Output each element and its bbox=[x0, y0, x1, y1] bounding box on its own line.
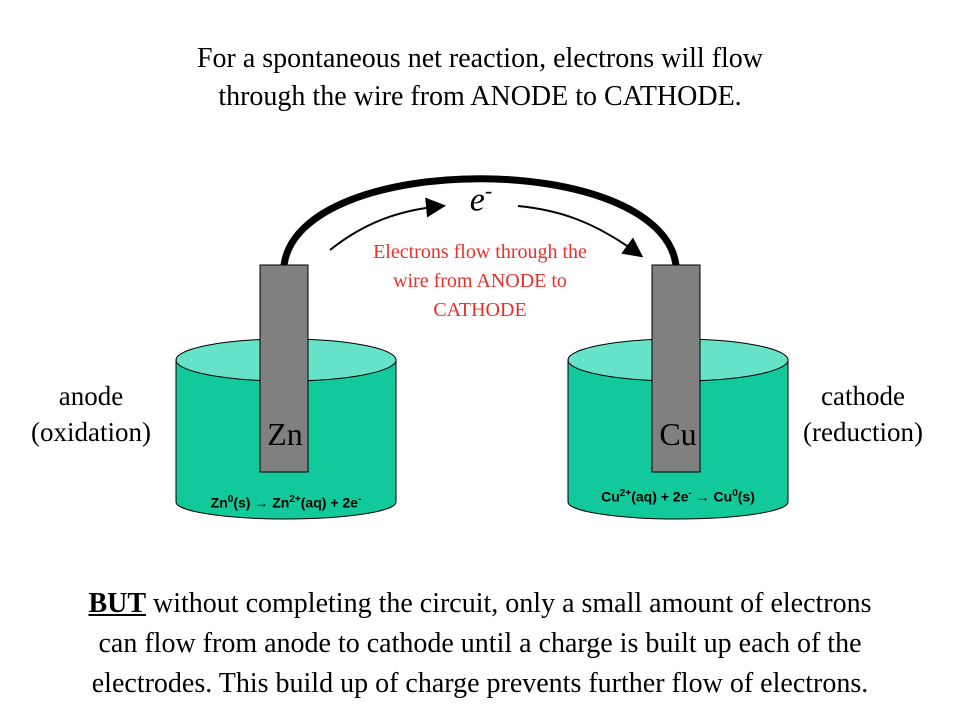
wire bbox=[280, 175, 680, 266]
explanation-line-3: electrodes. This build up of charge prev… bbox=[91, 668, 869, 699]
note-line-2: wire from ANODE to bbox=[393, 270, 567, 292]
anode-half-reaction: Zn0(s) → Zn2+(aq) + 2e- bbox=[210, 494, 362, 511]
reaction-arrow: → bbox=[254, 494, 269, 511]
explanation-paragraph: BUT without completing the circuit, only… bbox=[20, 584, 940, 704]
electron-symbol: e- bbox=[458, 178, 504, 219]
cathode-label: cathode (reduction) bbox=[778, 378, 948, 450]
note-line-3: CATHODE bbox=[433, 299, 527, 321]
cathode-half-reaction: Cu2+(aq) + 2e- → Cu0(s) bbox=[601, 488, 755, 505]
emphasis-word: BUT bbox=[88, 588, 147, 619]
anode-label: anode (oxidation) bbox=[6, 378, 176, 450]
electron-flow-note: Electrons flow through the wire from ANO… bbox=[322, 238, 638, 325]
title-line-2: through the wire from ANODE to CATHODE. bbox=[218, 81, 742, 112]
zinc-electrode-label: Zn bbox=[267, 416, 303, 452]
note-line-1: Electrons flow through the bbox=[373, 241, 587, 263]
page-title: For a spontaneous net reaction, electron… bbox=[80, 40, 880, 116]
anode-label-text: anode bbox=[58, 381, 124, 411]
electron-symbol-letter: e bbox=[469, 181, 485, 219]
copper-electrode bbox=[651, 264, 701, 473]
explanation-line-2: can flow from anode to cathode until a c… bbox=[98, 628, 862, 659]
copper-electrode-label: Cu bbox=[659, 416, 697, 452]
zinc-electrode bbox=[259, 264, 309, 473]
anode-sublabel-text: (oxidation) bbox=[31, 417, 151, 447]
cathode-sublabel-text: (reduction) bbox=[803, 417, 923, 447]
electron-flow-arrow-right bbox=[517, 205, 644, 258]
electron-symbol-charge: - bbox=[484, 178, 493, 203]
cathode-label-text: cathode bbox=[821, 381, 905, 411]
electron-flow-arrow-left bbox=[329, 197, 446, 251]
title-line-1: For a spontaneous net reaction, electron… bbox=[196, 43, 764, 74]
explanation-line-1: BUT without completing the circuit, only… bbox=[88, 588, 872, 619]
reaction-arrow: → bbox=[695, 488, 710, 505]
